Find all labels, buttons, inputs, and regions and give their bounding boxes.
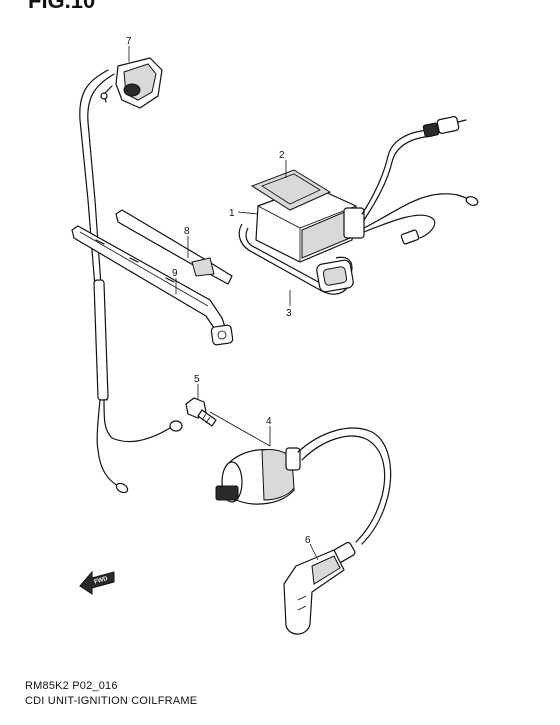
part-1-cdi-unit <box>255 185 365 263</box>
fwd-arrow-icon: FWD <box>79 570 115 595</box>
callout-4: 4 <box>266 416 272 427</box>
callout-9: 9 <box>172 268 178 279</box>
callout-6: 6 <box>305 535 311 546</box>
part-5-bolt <box>185 397 217 427</box>
part-4-ignition-coil <box>209 411 392 545</box>
part-6-plug-cap <box>283 541 356 635</box>
callout-labels: 7 2 1 3 8 9 5 4 6 <box>126 36 311 546</box>
callout-5: 5 <box>194 374 200 385</box>
callout-8: 8 <box>184 226 190 237</box>
callout-2: 2 <box>279 150 285 161</box>
cdi-wiring <box>361 116 479 245</box>
diagram-code: RM85K2 P02_016 <box>25 680 118 692</box>
callout-7: 7 <box>126 36 132 47</box>
diagram-caption: CDI UNIT-IGNITION COILFRAME <box>25 695 198 707</box>
figure-title: FIG.10 <box>28 0 96 13</box>
callout-3: 3 <box>286 308 292 319</box>
fwd-label: FWD <box>94 576 109 586</box>
part-9-clamp <box>71 225 234 346</box>
part-8-wire-band <box>115 209 233 285</box>
part-2-cdi-cushion <box>250 169 332 211</box>
part-7-stator-harness <box>79 57 183 494</box>
leader-lines <box>128 46 319 561</box>
callout-1: 1 <box>229 208 235 219</box>
